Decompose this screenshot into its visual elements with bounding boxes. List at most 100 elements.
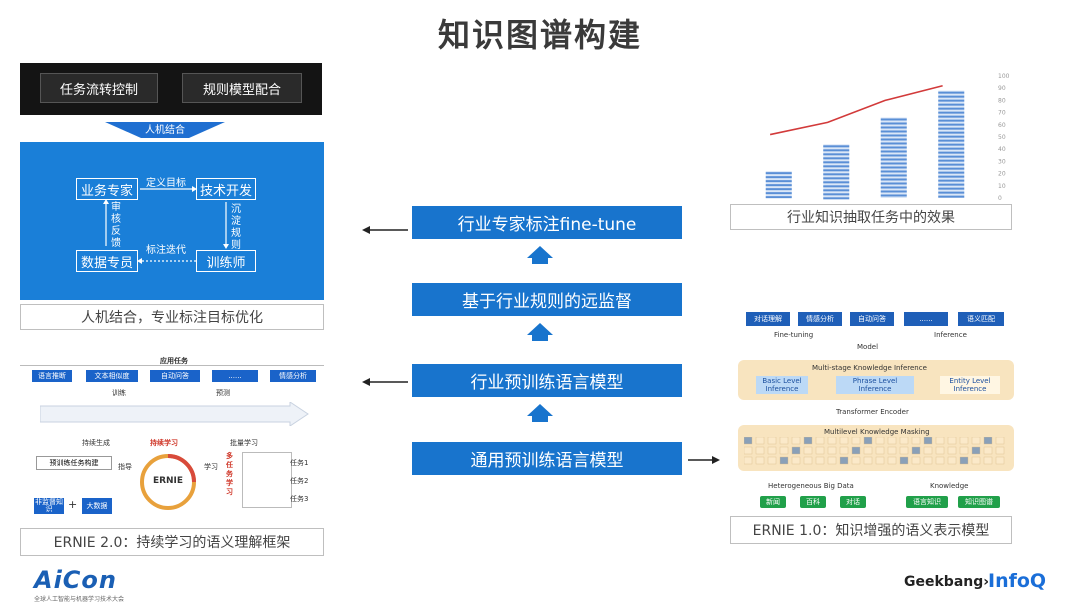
phrase-level: Phrase Level Inference — [836, 376, 914, 394]
data-box: 数据专员 — [76, 250, 138, 272]
right-arrow-icon — [688, 456, 720, 464]
token-cell — [827, 437, 837, 445]
bar — [938, 90, 965, 198]
token-cell — [935, 456, 945, 465]
infoq-logo: InfoQ — [988, 570, 1047, 592]
token-cell — [827, 456, 837, 465]
predict-label: 预测 — [216, 389, 230, 397]
aicon-subtitle: 全球人工智能与机器学习技术大会 — [34, 596, 125, 603]
up-arrow-stem — [532, 258, 548, 264]
token-cell — [995, 437, 1005, 445]
model-label: Model — [857, 343, 879, 351]
token-cell — [959, 437, 969, 445]
ernie-center-label: ERNIE — [152, 476, 184, 486]
study-label: 学习 — [204, 463, 218, 471]
token-cell — [995, 456, 1005, 465]
up-arrow-icon — [527, 404, 553, 416]
up-arrow-stem — [532, 416, 548, 422]
ernie1-caption: ERNIE 1.0：知识增强的语义表示模型 — [730, 516, 1012, 544]
task-item: 任务2 — [290, 477, 309, 485]
token-cell — [911, 437, 921, 445]
masking-label: Multilevel Knowledge Masking — [824, 428, 930, 436]
task-chip: 自动问答 — [850, 312, 894, 326]
token-cell — [911, 456, 921, 465]
y-tick-label: 70 — [998, 110, 1006, 117]
token-cell — [899, 437, 909, 445]
trainer-box: 训练师 — [196, 250, 256, 272]
token-cell — [779, 437, 789, 445]
token-cell — [959, 456, 969, 465]
batch-label: 批量学习 — [230, 439, 258, 447]
stream-label: 持续生成 — [82, 439, 110, 447]
inference-label: Inference — [934, 331, 967, 339]
token-cell — [803, 437, 813, 445]
basic-level: Basic Level Inference — [756, 376, 808, 394]
token-cell — [875, 446, 885, 455]
token-cell — [827, 446, 837, 455]
token-cell — [875, 456, 885, 465]
review-label: 审核反馈 — [111, 202, 121, 249]
data-chip: 新闻 — [760, 496, 786, 508]
token-cell — [744, 437, 753, 445]
token-cell — [971, 446, 981, 455]
token-cell — [744, 446, 753, 455]
token-cell — [971, 437, 981, 445]
app-task-header: 应用任务 — [160, 357, 188, 365]
y-tick-label: 100 — [998, 73, 1010, 80]
y-tick-label: 80 — [998, 97, 1006, 104]
page-title: 知识图谱构建 — [437, 16, 642, 54]
y-tick-label: 40 — [998, 146, 1006, 153]
expert-box: 业务专家 — [76, 178, 138, 200]
token-cell — [767, 437, 777, 445]
y-tick-label: 50 — [998, 134, 1006, 141]
ernie-cycle — [140, 454, 196, 510]
workflow-arrows — [103, 186, 229, 264]
trend-line — [769, 84, 943, 136]
guide-label: 指导 — [118, 463, 132, 471]
encoder-label: Transformer Encoder — [836, 408, 909, 416]
token-cell — [767, 456, 777, 465]
define-goal-label: 定义目标 — [146, 178, 186, 189]
task-chip: 文本相似度 — [86, 370, 138, 382]
knowledge-label: Knowledge — [930, 482, 969, 490]
aicon-logo: AiCon — [34, 566, 117, 594]
divider — [20, 365, 324, 366]
iterate-label: 标注迭代 — [146, 245, 186, 256]
task-chip: ...... — [904, 312, 948, 326]
y-tick-label: 60 — [998, 122, 1006, 129]
token-cell — [947, 437, 957, 445]
task-chip: 语义匹配 — [958, 312, 1004, 326]
task-chip: 自动问答 — [150, 370, 200, 382]
token-cell — [899, 456, 909, 465]
token-cell — [983, 446, 993, 455]
ernie2-caption: ERNIE 2.0：持续学习的语义理解框架 — [20, 528, 324, 556]
human-machine-banner — [105, 122, 225, 138]
multistage-label: Multi-stage Knowledge Inference — [812, 364, 927, 372]
token-cell — [911, 446, 921, 455]
token-cell — [863, 446, 873, 455]
token-cell — [971, 456, 981, 465]
data-chip: 百科 — [800, 496, 826, 508]
ernie2-diagram: 应用任务 语言推断 文本相似度 自动问答 ...... 情感分析 训练 预测 持… — [20, 352, 324, 522]
token-cell — [791, 437, 801, 445]
task-item: 任务1 — [290, 459, 309, 467]
token-cell — [755, 446, 765, 455]
left-arrow-icon — [362, 226, 408, 234]
token-cell — [851, 437, 861, 445]
step-distant-supervision: 基于行业规则的远监督 — [412, 283, 682, 316]
continual-learning-label: 持续学习 — [150, 439, 178, 447]
token-cell — [887, 437, 897, 445]
finetuning-label: Fine-tuning — [774, 331, 814, 339]
bigdata-chip: 大数据 — [82, 498, 112, 514]
task-chip: 对话理解 — [746, 312, 790, 326]
token-cell — [935, 437, 945, 445]
up-arrow-icon — [527, 323, 553, 335]
token-cell — [923, 437, 933, 445]
token-cell — [983, 437, 993, 445]
token-cell — [863, 456, 873, 465]
unsupervised-chip: 非监督知识 — [34, 498, 64, 514]
task-item: 任务3 — [290, 495, 309, 503]
tech-box: 技术开发 — [196, 178, 256, 200]
rule-label: 沉淀规则 — [231, 204, 241, 251]
